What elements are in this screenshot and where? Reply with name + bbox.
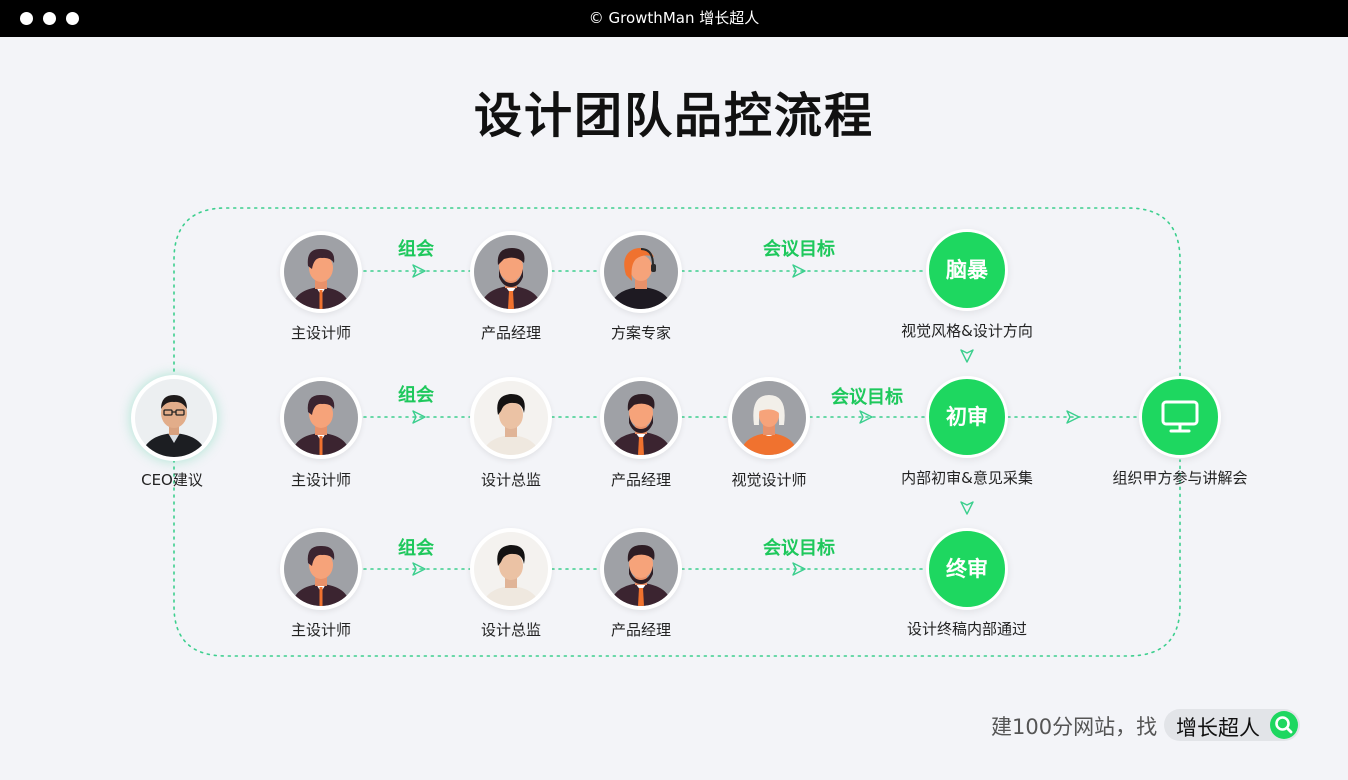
male-designer-avatar (284, 381, 358, 455)
row2-person-3[interactable] (600, 377, 682, 459)
row1-person-1-label: 主设计师 (290, 324, 351, 342)
row3-person-3-label: 产品经理 (610, 621, 671, 639)
row3-edge-2-label: 会议目标 (763, 538, 835, 559)
stage-initial-review-caption: 内部初审&意见采集 (901, 469, 1033, 487)
director-photo (474, 381, 548, 455)
footer-search-button[interactable] (1270, 711, 1298, 739)
monitor-icon (1161, 400, 1199, 433)
window-title: © GrowthMan 增长超人 (588, 9, 760, 27)
arrow-down-1 (960, 349, 974, 363)
arrow-r2-c (1066, 410, 1080, 424)
window-dot-maximize[interactable] (66, 12, 79, 25)
window-titlebar: © GrowthMan 增长超人 (0, 0, 1348, 37)
window-dot-close[interactable] (20, 12, 33, 25)
stage-brainstorm[interactable]: 脑暴 (926, 229, 1008, 311)
ceo-label: CEO建议 (141, 471, 203, 489)
arrow-r3-b (792, 562, 806, 576)
row2-edge-2-label: 会议目标 (831, 387, 903, 408)
arrow-r1-a (412, 264, 426, 278)
row1-person-2-label: 产品经理 (480, 324, 541, 342)
female-designer-avatar (732, 381, 806, 455)
row2-person-4[interactable] (728, 377, 810, 459)
male-designer-avatar (284, 532, 358, 606)
row2-person-3-label: 产品经理 (610, 471, 671, 489)
arrow-r3-a (412, 562, 426, 576)
row3-person-1[interactable] (280, 528, 362, 610)
bearded-pm-avatar (604, 381, 678, 455)
ceo-photo (135, 379, 213, 457)
arrow-r1-b (792, 264, 806, 278)
bearded-pm-avatar (604, 532, 678, 606)
row3-edge-1-label: 组会 (398, 538, 434, 559)
row1-edge-1-label: 组会 (398, 239, 434, 260)
arrow-r2-b (859, 410, 873, 424)
loop-bottom (173, 459, 1181, 657)
row1-person-1[interactable] (280, 231, 362, 313)
row2-person-4-label: 视觉设计师 (731, 471, 807, 489)
page-title: 设计团队品控流程 (473, 88, 874, 144)
row3-person-2[interactable] (470, 528, 552, 610)
row1-person-3-label: 方案专家 (610, 324, 671, 342)
footer-search-pill[interactable]: 增长超人 (1164, 709, 1300, 741)
stage-final-review-caption: 设计终稿内部通过 (906, 620, 1027, 638)
row3-person-2-label: 设计总监 (480, 621, 541, 639)
arrow-r2-a (412, 410, 426, 424)
headset-expert-avatar (604, 235, 678, 309)
male-designer-avatar (284, 235, 358, 309)
row3-person-1-label: 主设计师 (290, 621, 351, 639)
row2-person-1[interactable] (280, 377, 362, 459)
loop-top-left (173, 207, 1181, 379)
arrow-down-2 (960, 501, 974, 515)
row3-person-3[interactable] (600, 528, 682, 610)
footer-slogan: 建100分网站，找 (991, 715, 1158, 739)
row2-person-2-label: 设计总监 (480, 471, 541, 489)
row2-edge-1-label: 组会 (398, 385, 434, 406)
final-presentation-node[interactable] (1139, 376, 1221, 458)
bearded-pm-avatar (474, 235, 548, 309)
row1-person-3[interactable] (600, 231, 682, 313)
search-icon (1275, 716, 1293, 734)
stage-brainstorm-caption: 视觉风格&设计方向 (901, 322, 1033, 340)
stage-final-review[interactable]: 终审 (926, 528, 1008, 610)
footer-brand: 增长超人 (1176, 716, 1260, 740)
ceo-avatar[interactable] (131, 375, 217, 461)
row2-person-1-label: 主设计师 (290, 471, 351, 489)
row1-edge-2-label: 会议目标 (763, 239, 835, 260)
window-dot-minimize[interactable] (43, 12, 56, 25)
row2-person-2[interactable] (470, 377, 552, 459)
final-caption: 组织甲方参与讲解会 (1112, 469, 1248, 487)
row1-person-2[interactable] (470, 231, 552, 313)
stage-initial-review[interactable]: 初审 (926, 376, 1008, 458)
director-photo (474, 532, 548, 606)
